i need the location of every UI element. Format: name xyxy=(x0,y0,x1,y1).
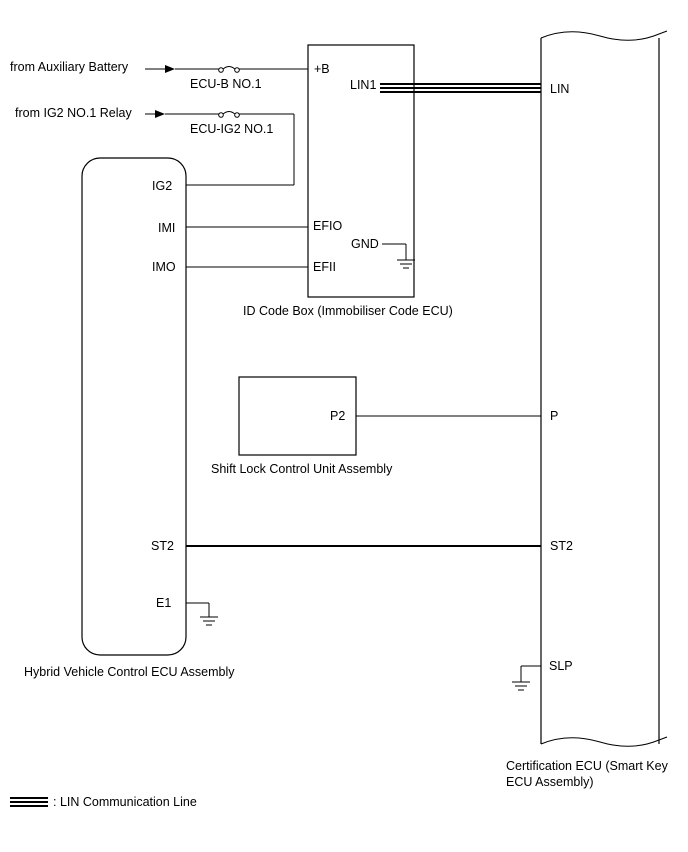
hv-ecu-name: Hybrid Vehicle Control ECU Assembly xyxy=(24,665,235,679)
pin-st2-cert: ST2 xyxy=(550,539,573,553)
pin-p2: P2 xyxy=(330,409,345,423)
shift-lock-box xyxy=(238,376,357,456)
pin-plus-b: +B xyxy=(314,62,330,76)
pin-ig2: IG2 xyxy=(152,179,172,193)
pin-e1: E1 xyxy=(156,596,171,610)
pin-p: P xyxy=(550,409,558,423)
pin-imi: IMI xyxy=(158,221,175,235)
wire-plus-b xyxy=(175,66,308,73)
ground-symbol-slp xyxy=(512,665,541,691)
certification-ecu-box xyxy=(540,30,668,747)
ig2-relay-arrow xyxy=(145,110,165,118)
pin-slp: SLP xyxy=(549,659,573,673)
pin-lin1: LIN1 xyxy=(350,78,376,92)
cert-ecu-name-line1: Certification ECU (Smart Key xyxy=(506,759,669,773)
legend-lin-line-symbol xyxy=(10,797,48,807)
pin-efio: EFIO xyxy=(313,219,342,233)
fuse-ecu-ig2-label: ECU-IG2 NO.1 xyxy=(190,122,273,136)
pin-gnd: GND xyxy=(351,237,379,251)
fuse-ecu-b-label: ECU-B NO.1 xyxy=(190,77,262,91)
wire-ig2 xyxy=(165,111,295,186)
id-code-box-name: ID Code Box (Immobiliser Code ECU) xyxy=(243,304,453,318)
pin-imo: IMO xyxy=(152,260,176,274)
ground-symbol-e1 xyxy=(186,602,218,626)
lin-communication-line xyxy=(380,83,541,93)
ground-symbol-gnd xyxy=(382,243,415,269)
aux-battery-arrow xyxy=(145,65,175,73)
shift-lock-name: Shift Lock Control Unit Assembly xyxy=(211,462,393,476)
legend-lin-line-label: : LIN Communication Line xyxy=(53,795,197,809)
hv-ecu-box xyxy=(81,157,187,656)
cert-ecu-name-line2: ECU Assembly) xyxy=(506,775,594,789)
pin-st2-hv: ST2 xyxy=(151,539,174,553)
pin-efii: EFII xyxy=(313,260,336,274)
source-aux-battery-label: from Auxiliary Battery xyxy=(10,60,129,74)
source-ig2-relay-label: from IG2 NO.1 Relay xyxy=(15,106,132,120)
pin-lin: LIN xyxy=(550,82,569,96)
